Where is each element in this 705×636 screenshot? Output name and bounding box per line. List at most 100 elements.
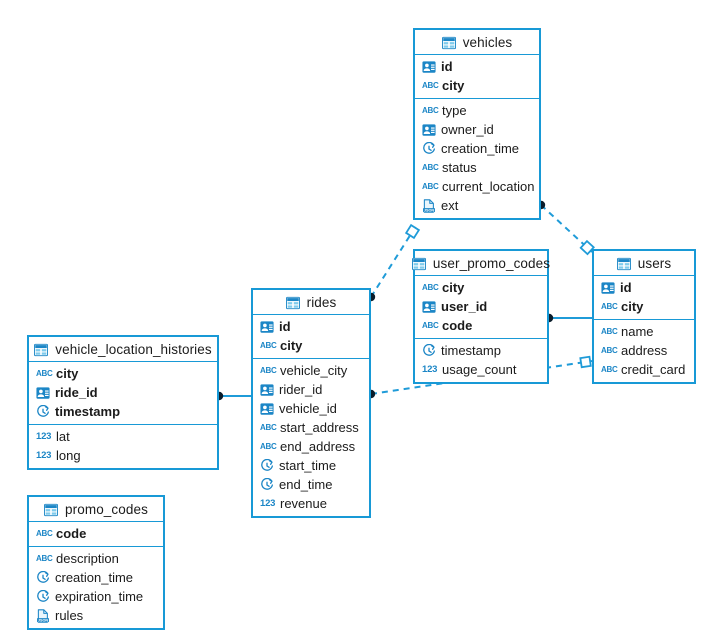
column-name: long: [56, 448, 81, 463]
clock-timestamp-icon: [260, 477, 274, 492]
column-row-id[interactable]: id: [253, 317, 369, 336]
table-header-promo_codes[interactable]: promo_codes: [29, 497, 163, 522]
column-name: credit_card: [621, 362, 686, 377]
column-row-end_time[interactable]: end_time: [253, 475, 369, 494]
table-header-rides[interactable]: rides: [253, 290, 369, 315]
table-header-vehicle_location_histories[interactable]: vehicle_location_histories: [29, 337, 217, 362]
abc-string-icon: ABC: [260, 340, 277, 350]
table-header-user_promo_codes[interactable]: user_promo_codes: [411, 251, 550, 276]
column-name: description: [56, 551, 119, 566]
relationship-user-promo-codes-to-users[interactable]: [544, 313, 592, 323]
column-row-long[interactable]: 123 long: [29, 446, 217, 465]
column-row-user_id[interactable]: user_id: [415, 297, 547, 316]
table-icon: [441, 36, 457, 49]
column-row-timestamp[interactable]: timestamp: [29, 402, 217, 421]
abc-string-icon: ABC: [422, 181, 439, 191]
abc-string-icon: ABC: [422, 282, 439, 292]
column-row-owner_id[interactable]: owner_id: [415, 120, 539, 139]
svg-text:JSON: JSON: [38, 618, 49, 622]
table-title: promo_codes: [65, 501, 148, 517]
column-row-ride_id[interactable]: ride_id: [29, 383, 217, 402]
table-icon: [616, 257, 632, 270]
abc-string-icon: ABC: [422, 162, 439, 172]
column-name: start_address: [280, 420, 359, 435]
uuid-card-icon: [260, 383, 274, 397]
column-name: city: [442, 78, 465, 93]
column-row-id[interactable]: id: [594, 278, 694, 297]
column-row-expiration_time[interactable]: expiration_time: [29, 587, 163, 606]
clock-timestamp-icon: [36, 589, 50, 604]
column-name: usage_count: [442, 362, 517, 377]
column-row-usage_count[interactable]: 123 usage_count: [415, 360, 547, 379]
column-name: address: [621, 343, 668, 358]
json-document-icon: JSON: [36, 608, 50, 623]
column-name: city: [442, 280, 465, 295]
column-name: id: [620, 280, 632, 295]
column-name: start_time: [279, 458, 337, 473]
column-row-rider_id[interactable]: rider_id: [253, 380, 369, 399]
123-numeric-icon: 123: [36, 430, 52, 442]
column-row-creation_time[interactable]: creation_time: [415, 139, 539, 158]
123-numeric-icon: 123: [422, 363, 438, 375]
column-row-start_time[interactable]: start_time: [253, 456, 369, 475]
table-title: users: [637, 255, 672, 271]
uuid-card-icon: [260, 402, 274, 416]
json-document-icon: JSON: [422, 198, 436, 213]
table-header-users[interactable]: users: [594, 251, 694, 276]
abc-string-icon: ABC: [601, 364, 618, 374]
column-name: creation_time: [55, 570, 134, 585]
column-row-timestamp[interactable]: timestamp: [415, 341, 547, 360]
abc-string-icon: ABC: [601, 345, 618, 355]
table-title: vehicles: [462, 34, 513, 50]
relationship-vehicles-to-users[interactable]: [536, 200, 595, 256]
123-numeric-icon: 123: [36, 449, 52, 461]
attribute-columns: timestamp 123 usage_count: [415, 341, 547, 379]
abc-string-icon: ABC: [601, 326, 618, 336]
column-name: rider_id: [279, 382, 323, 397]
column-name: end_address: [280, 439, 356, 454]
relationship-vehicle-location-histories-to-rides[interactable]: [214, 391, 251, 401]
svg-text:JSON: JSON: [424, 208, 435, 212]
column-row-creation_time[interactable]: creation_time: [29, 568, 163, 587]
abc-string-icon: ABC: [260, 365, 277, 375]
column-name: type: [442, 103, 467, 118]
abc-string-icon: ABC: [260, 422, 277, 432]
clock-timestamp-icon: [422, 141, 436, 156]
table-header-vehicles[interactable]: vehicles: [415, 30, 539, 55]
abc-string-icon: ABC: [422, 80, 439, 90]
column-name: city: [280, 338, 303, 353]
column-row-id[interactable]: id: [415, 57, 539, 76]
relationship-target-square: [579, 355, 592, 369]
column-row-vehicle_id[interactable]: vehicle_id: [253, 399, 369, 418]
